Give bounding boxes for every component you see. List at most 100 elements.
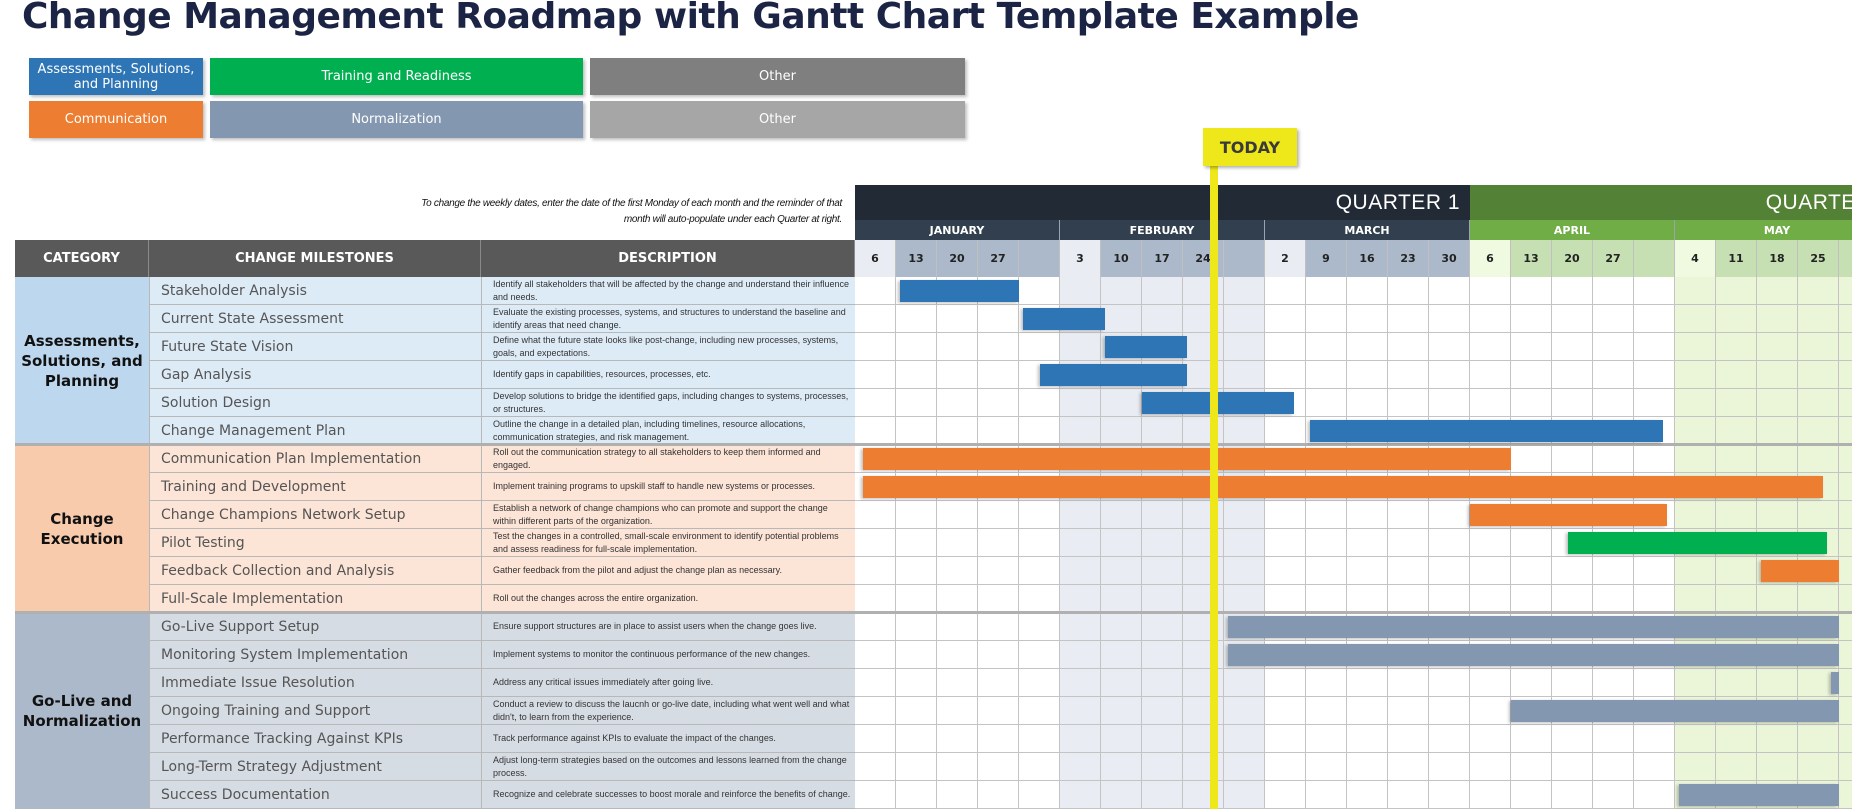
grid-cell bbox=[978, 725, 1019, 753]
grid-cell bbox=[1101, 557, 1142, 585]
grid-cell bbox=[855, 641, 896, 669]
month-header-march: MARCH bbox=[1265, 220, 1470, 240]
grid-cell bbox=[1552, 585, 1593, 613]
grid-cell bbox=[1429, 277, 1470, 305]
grid-cell bbox=[1634, 445, 1675, 473]
grid-cell bbox=[1511, 753, 1552, 781]
grid-cell bbox=[1347, 697, 1388, 725]
legend-item-1: Assessments, Solutions, and Planning bbox=[29, 58, 203, 95]
grid-cell bbox=[1716, 445, 1757, 473]
milestone-cell: Success Documentation bbox=[149, 781, 481, 809]
week-header: 2 bbox=[1265, 240, 1306, 277]
week-header: 4 bbox=[1675, 240, 1716, 277]
gantt-bar bbox=[1761, 560, 1839, 582]
grid-cell bbox=[1429, 557, 1470, 585]
grid-cell bbox=[1511, 445, 1552, 473]
grid-cell bbox=[1470, 389, 1511, 417]
week-header bbox=[1839, 240, 1852, 277]
grid-cell bbox=[1060, 613, 1101, 641]
description-cell: Track performance against KPIs to evalua… bbox=[481, 725, 855, 753]
grid-cell bbox=[1839, 781, 1852, 809]
week-header: 20 bbox=[937, 240, 978, 277]
grid-cell bbox=[1675, 333, 1716, 361]
grid-cell bbox=[978, 389, 1019, 417]
grid-cell bbox=[1798, 333, 1839, 361]
grid-cell bbox=[1429, 781, 1470, 809]
grid-cell bbox=[1142, 529, 1183, 557]
grid-cell bbox=[1429, 725, 1470, 753]
gantt-bar bbox=[1830, 672, 1839, 694]
grid-cell bbox=[978, 529, 1019, 557]
grid-cell bbox=[1634, 305, 1675, 333]
grid-cell bbox=[1798, 753, 1839, 781]
grid-cell bbox=[1142, 557, 1183, 585]
grid-cell bbox=[1593, 557, 1634, 585]
milestone-cell: Solution Design bbox=[149, 389, 481, 417]
grid-cell bbox=[1675, 277, 1716, 305]
grid-cell bbox=[896, 417, 937, 445]
grid-cell bbox=[1060, 697, 1101, 725]
grid-cell bbox=[1634, 669, 1675, 697]
grid-cell bbox=[1306, 753, 1347, 781]
grid-cell bbox=[1675, 725, 1716, 753]
grid-cell bbox=[937, 389, 978, 417]
grid-cell bbox=[1101, 613, 1142, 641]
grid-cell bbox=[1839, 305, 1852, 333]
grid-cell bbox=[1060, 333, 1101, 361]
legend-item-3: Other bbox=[590, 58, 965, 95]
grid-cell bbox=[1429, 361, 1470, 389]
month-header-may: MAY bbox=[1675, 220, 1852, 240]
grid-cell bbox=[1470, 669, 1511, 697]
grid-cell bbox=[1224, 333, 1265, 361]
grid-cell bbox=[1839, 473, 1852, 501]
quarter-1-header: QUARTER 1 bbox=[855, 185, 1470, 220]
grid-cell bbox=[1675, 753, 1716, 781]
grid-cell bbox=[937, 753, 978, 781]
grid-cell bbox=[1429, 333, 1470, 361]
grid-cell bbox=[1019, 753, 1060, 781]
grid-cell bbox=[1634, 725, 1675, 753]
gantt-bar bbox=[1470, 504, 1667, 526]
grid-cell bbox=[1347, 277, 1388, 305]
grid-cell bbox=[1265, 669, 1306, 697]
grid-cell bbox=[1019, 389, 1060, 417]
grid-cell bbox=[1060, 753, 1101, 781]
grid-cell bbox=[1675, 361, 1716, 389]
grid-cell bbox=[1634, 333, 1675, 361]
grid-cell bbox=[1757, 753, 1798, 781]
grid-cell bbox=[1429, 669, 1470, 697]
grid-cell bbox=[1716, 557, 1757, 585]
grid-cell bbox=[1552, 753, 1593, 781]
grid-cell bbox=[1388, 725, 1429, 753]
grid-cell bbox=[1798, 389, 1839, 417]
grid-cell bbox=[1224, 529, 1265, 557]
grid-cell bbox=[978, 585, 1019, 613]
month-header-april: APRIL bbox=[1470, 220, 1675, 240]
grid-cell bbox=[1306, 389, 1347, 417]
grid-cell bbox=[1142, 277, 1183, 305]
grid-cell bbox=[1593, 361, 1634, 389]
grid-cell bbox=[1224, 305, 1265, 333]
milestone-cell: Training and Development bbox=[149, 473, 481, 501]
grid-cell bbox=[896, 333, 937, 361]
grid-cell bbox=[1716, 333, 1757, 361]
grid-cell bbox=[1552, 333, 1593, 361]
legend-item-6: Other bbox=[590, 101, 965, 138]
grid-cell bbox=[1798, 361, 1839, 389]
grid-cell bbox=[937, 361, 978, 389]
grid-cell bbox=[1388, 557, 1429, 585]
grid-cell bbox=[1470, 557, 1511, 585]
grid-cell bbox=[937, 305, 978, 333]
grid-cell bbox=[1306, 277, 1347, 305]
grid-cell bbox=[896, 557, 937, 585]
grid-cell bbox=[1142, 585, 1183, 613]
week-header: 25 bbox=[1798, 240, 1839, 277]
category-cell: Go-Live and Normalization bbox=[15, 613, 149, 809]
grid-cell bbox=[1716, 501, 1757, 529]
grid-cell bbox=[1716, 361, 1757, 389]
grid-cell bbox=[1634, 753, 1675, 781]
description-cell: Identify gaps in capabilities, resources… bbox=[481, 361, 855, 389]
grid-cell bbox=[1839, 753, 1852, 781]
grid-cell bbox=[1839, 585, 1852, 613]
grid-cell bbox=[937, 725, 978, 753]
